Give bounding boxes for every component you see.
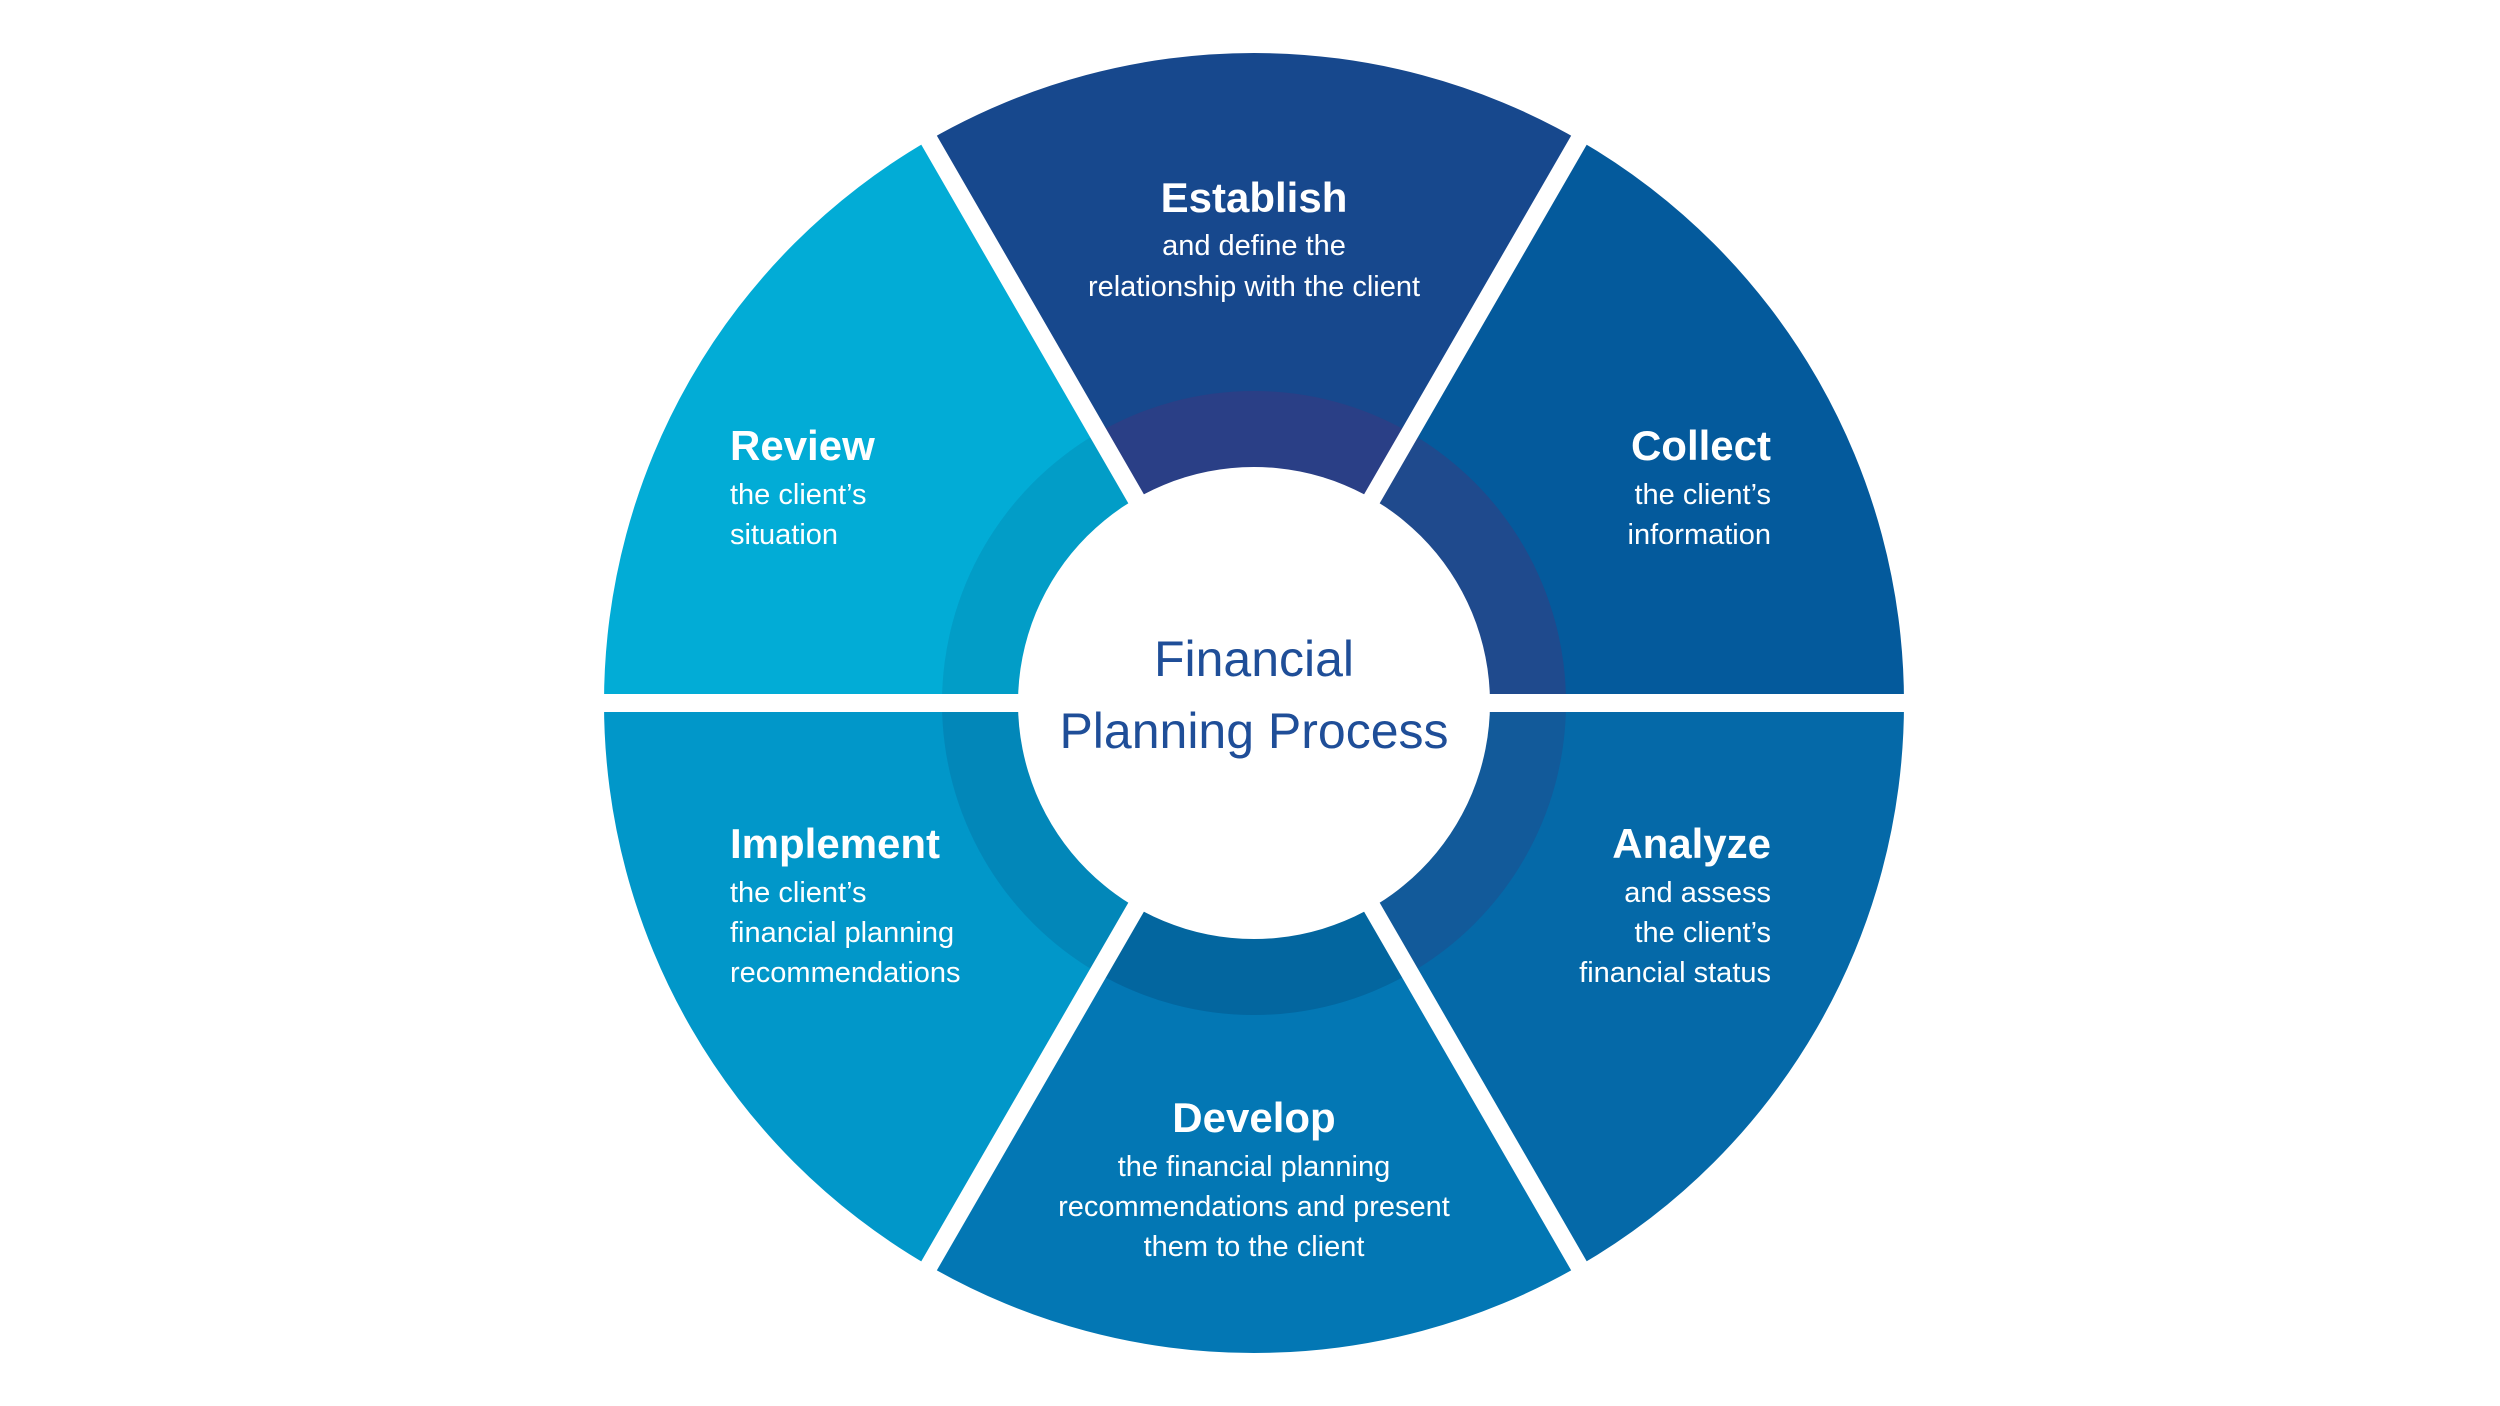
label-develop: Develop the financial planning recommend… (1058, 1094, 1450, 1263)
implement-desc-2: financial planning (730, 917, 954, 949)
develop-desc-2: recommendations and present (1058, 1191, 1450, 1223)
implement-desc-3: recommendations (730, 957, 961, 989)
analyze-desc-3: financial status (1579, 957, 1771, 989)
segment-establish-wedge (929, 52, 1579, 501)
develop-desc-3: them to the client (1144, 1231, 1365, 1263)
collect-title: Collect (1631, 422, 1771, 469)
segment-separators (594, 126, 1914, 1280)
separator-line (1359, 126, 1592, 512)
label-analyze: Analyze and assess the client’s financia… (1579, 820, 1771, 989)
establish-desc-2: relationship with the client (1088, 271, 1420, 303)
label-review: Review the client’s situation (730, 422, 875, 551)
review-desc-2: situation (730, 519, 838, 551)
establish-title: Establish (1161, 174, 1348, 221)
separator-line (916, 894, 1149, 1280)
segment-collect-ring (1371, 432, 1566, 703)
segment-develop-wedge (929, 905, 1579, 1353)
label-establish: Establish and define the relationship wi… (1088, 174, 1420, 303)
analyze-desc-2: the client’s (1635, 917, 1772, 949)
review-desc-1: the client’s (730, 479, 867, 511)
implement-desc-1: the client’s (730, 877, 867, 909)
implement-title: Implement (730, 820, 940, 867)
center-title-line1: Financial (1154, 631, 1354, 687)
separator-line (916, 126, 1149, 512)
establish-desc-1: and define the (1162, 230, 1346, 262)
segment-develop (929, 905, 1579, 1353)
collect-desc-2: information (1628, 519, 1771, 551)
segment-review-ring (942, 432, 1137, 703)
separator-line (1359, 894, 1592, 1280)
center-circle (1018, 467, 1490, 939)
develop-title: Develop (1172, 1094, 1335, 1141)
segment-establish (929, 52, 1579, 501)
segment-analyze-ring (1371, 703, 1566, 974)
segment-develop-ring (1098, 905, 1410, 1015)
collect-desc-1: the client’s (1635, 479, 1772, 511)
label-collect: Collect the client’s information (1628, 422, 1771, 551)
review-title: Review (730, 422, 875, 469)
center-title-line2: Planning Process (1059, 703, 1448, 759)
segment-implement-ring (942, 703, 1137, 974)
analyze-desc-1: and assess (1624, 877, 1771, 909)
segment-establish-ring (1098, 390, 1410, 501)
label-implement: Implement the client’s financial plannin… (730, 820, 961, 989)
develop-desc-1: the financial planning (1118, 1151, 1390, 1183)
analyze-title: Analyze (1612, 820, 1771, 867)
